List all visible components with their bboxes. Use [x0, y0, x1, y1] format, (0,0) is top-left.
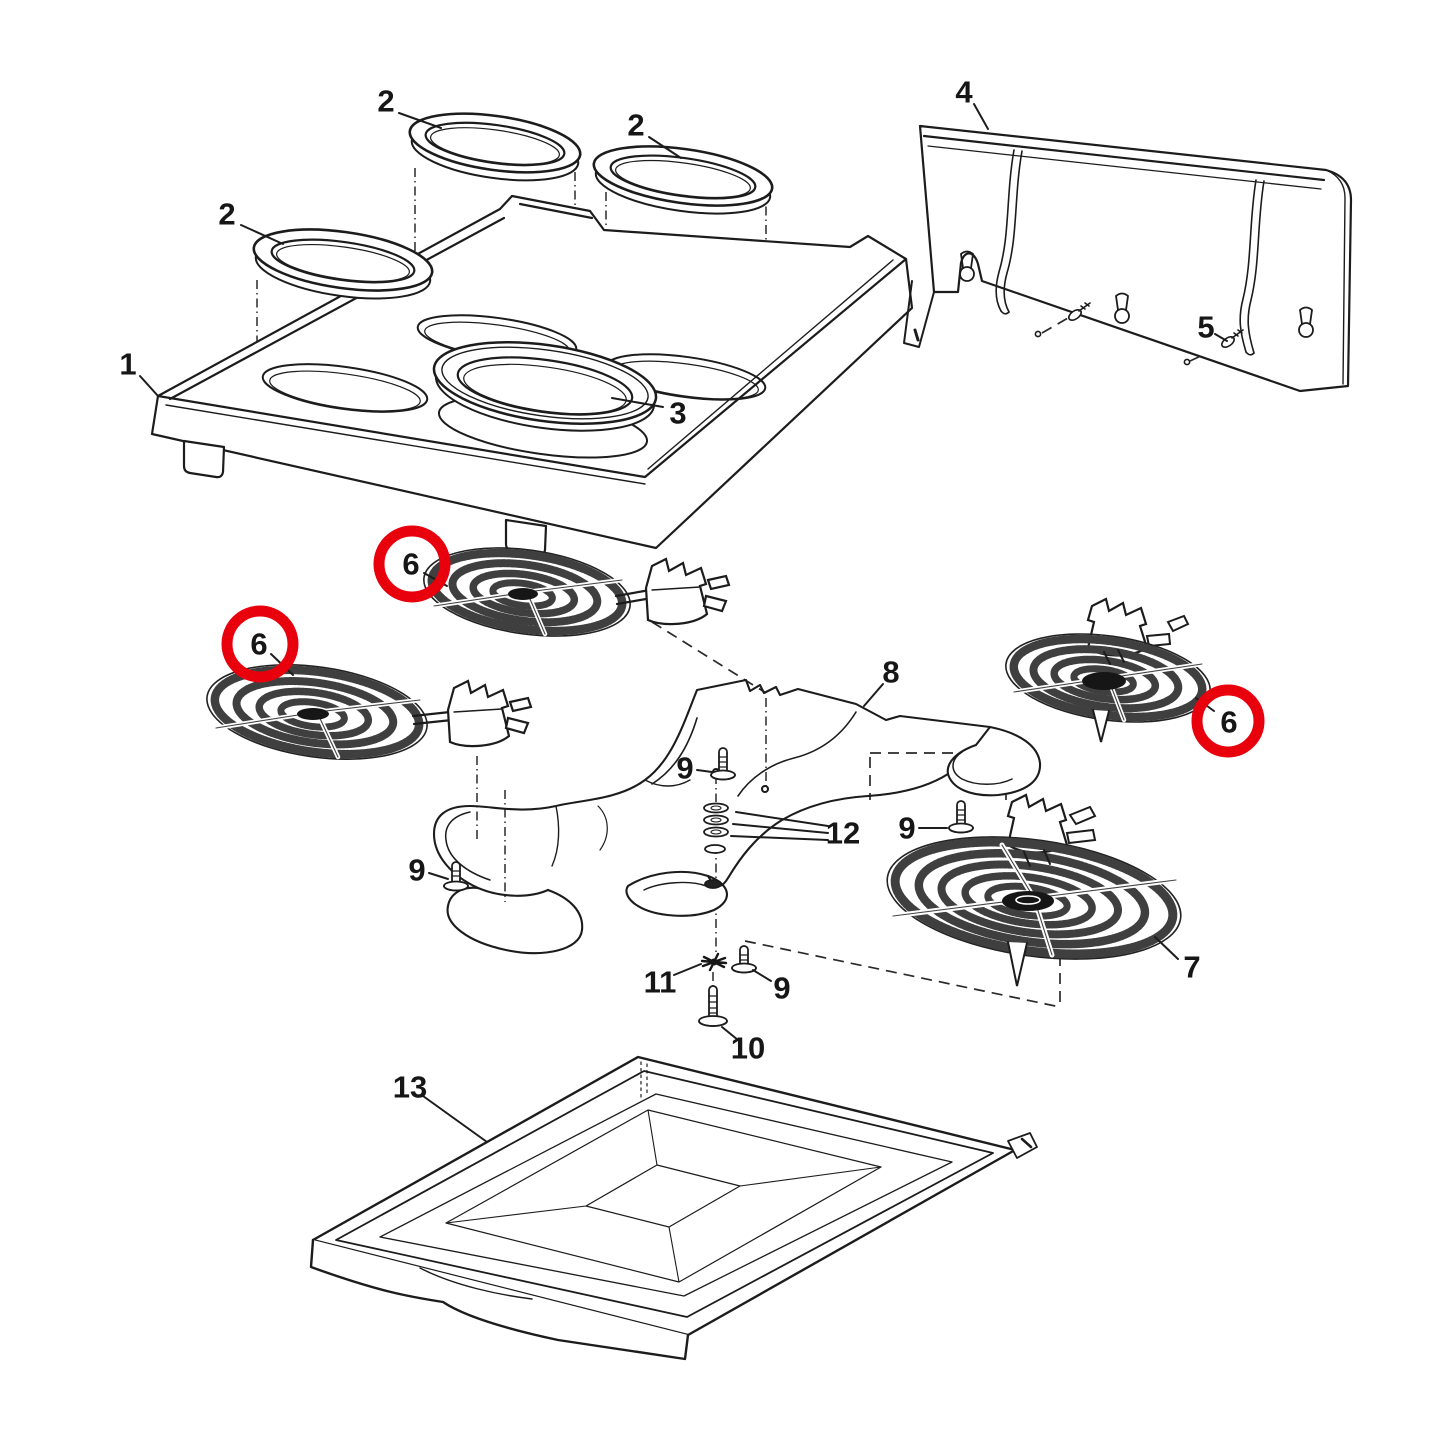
leader-line-surface-element-large	[1154, 936, 1179, 960]
screw-9-bottom	[731, 945, 757, 974]
part-label-group-trim-ring-front: 2	[377, 84, 442, 129]
leader-line-support-bracket	[863, 683, 884, 707]
leader-line-rear-panel	[973, 103, 989, 130]
screw-9-top	[710, 747, 736, 781]
trim-ring-right-part	[592, 145, 774, 215]
surface-element-large-part	[886, 793, 1182, 987]
leader-line-bracket-screw-bottom	[752, 969, 772, 982]
lock-washer-part	[700, 952, 728, 972]
leader-line-rear-panel-screw	[1214, 333, 1228, 342]
screw-9-right	[948, 800, 974, 834]
part-number-bracket-screw-bottom: 9	[773, 971, 790, 1006]
leader-line-bracket-screw-top	[696, 769, 713, 773]
part-label-group-trim-ring-left: 2	[218, 197, 284, 245]
part-label-group-main-top: 1	[119, 347, 159, 397]
part-label-group-drawer-pan: 13	[393, 1070, 488, 1143]
surface-element-left-part	[206, 664, 533, 760]
leader-line-washer-stack	[732, 823, 829, 834]
part-label-group-trim-ring-right: 2	[627, 108, 682, 159]
part-label-group-surface-element-right: 6	[1191, 684, 1265, 758]
leader-line-washer-stack	[730, 835, 829, 841]
part-number-center-screw: 10	[731, 1031, 765, 1066]
part-number-rear-panel: 4	[955, 75, 973, 110]
trim-ring-left-part	[252, 228, 434, 300]
leader-line-trim-ring-right	[648, 136, 682, 159]
part-number-washer-stack: 12	[826, 816, 860, 851]
leader-line-drawer-pan	[422, 1095, 488, 1143]
part-number-bracket-screw-left: 9	[408, 853, 425, 888]
part-number-trim-ring-left: 2	[218, 197, 235, 232]
part-label-group-rear-panel: 4	[955, 75, 989, 130]
part-number-surface-element-right: 6	[1220, 705, 1237, 740]
part-number-main-top: 1	[119, 347, 136, 382]
washer-stack-parts	[703, 802, 729, 889]
surface-element-right-part	[1005, 597, 1211, 743]
part-label-group-surface-element-left: 6	[221, 605, 299, 683]
part-label-group-lock-washer: 11	[644, 963, 702, 1000]
part-number-lock-washer: 11	[644, 965, 677, 1000]
part-number-rear-panel-screw: 5	[1197, 310, 1214, 345]
part-number-trim-ring-right: 2	[627, 108, 644, 143]
part-number-surface-element-top: 6	[402, 547, 419, 582]
trim-ring-large-part	[432, 341, 658, 432]
part-label-group-trim-ring-large: 3	[611, 396, 687, 431]
part-number-surface-element-large: 7	[1183, 950, 1200, 985]
keyhole-slots	[959, 250, 1314, 338]
drawer-pan-part	[309, 1055, 1038, 1361]
rear-panel-screw-parts	[1034, 302, 1244, 366]
fastener-parts	[443, 747, 974, 1027]
part-number-bracket-screw-top: 9	[676, 751, 693, 786]
leader-line-trim-ring-left	[240, 224, 284, 245]
part-label-group-support-bracket: 8	[863, 655, 900, 707]
support-bracket-part	[432, 678, 1042, 955]
part-number-drawer-pan: 13	[393, 1070, 427, 1105]
leader-line-washer-stack	[735, 811, 829, 827]
part-label-group-rear-panel-screw: 5	[1197, 310, 1228, 345]
part-number-bracket-screw-right: 9	[898, 811, 915, 846]
part-label-group-bracket-screw-left: 9	[408, 853, 449, 888]
leader-line-lock-washer	[673, 963, 702, 976]
part-number-trim-ring-large: 3	[669, 396, 686, 431]
part-label-group-bracket-screw-bottom: 9	[752, 969, 791, 1006]
main-top-part	[150, 194, 914, 557]
part-number-trim-ring-front: 2	[377, 84, 394, 119]
part-label-group-center-screw: 10	[721, 1026, 765, 1066]
highlight-circle-surface-element-right	[1191, 684, 1265, 758]
surface-element-top-part	[423, 547, 731, 637]
highlight-circle-surface-element-left	[221, 605, 299, 683]
part-label-group-bracket-screw-right: 9	[898, 811, 948, 846]
part-number-surface-element-left: 6	[250, 627, 267, 662]
screw-9-left	[443, 861, 469, 892]
leader-line-trim-ring-large	[611, 397, 664, 408]
screw-10	[698, 985, 728, 1027]
leader-line-center-screw	[721, 1026, 739, 1041]
trim-ring-parts	[252, 112, 774, 300]
rear-panel-part	[903, 124, 1353, 393]
part-label-group-surface-element-top: 6	[373, 525, 451, 603]
leader-line-bracket-screw-left	[428, 872, 449, 880]
part-label-group-surface-element-large: 7	[1154, 936, 1201, 985]
trim-ring-front-part	[408, 112, 582, 182]
part-number-support-bracket: 8	[882, 655, 899, 690]
leader-line-trim-ring-front	[398, 112, 442, 129]
leader-line-main-top	[139, 375, 159, 397]
part-label-group-bracket-screw-top: 9	[676, 751, 713, 786]
highlight-circle-surface-element-top	[373, 525, 451, 603]
part-label-group-washer-stack: 12	[730, 811, 860, 851]
